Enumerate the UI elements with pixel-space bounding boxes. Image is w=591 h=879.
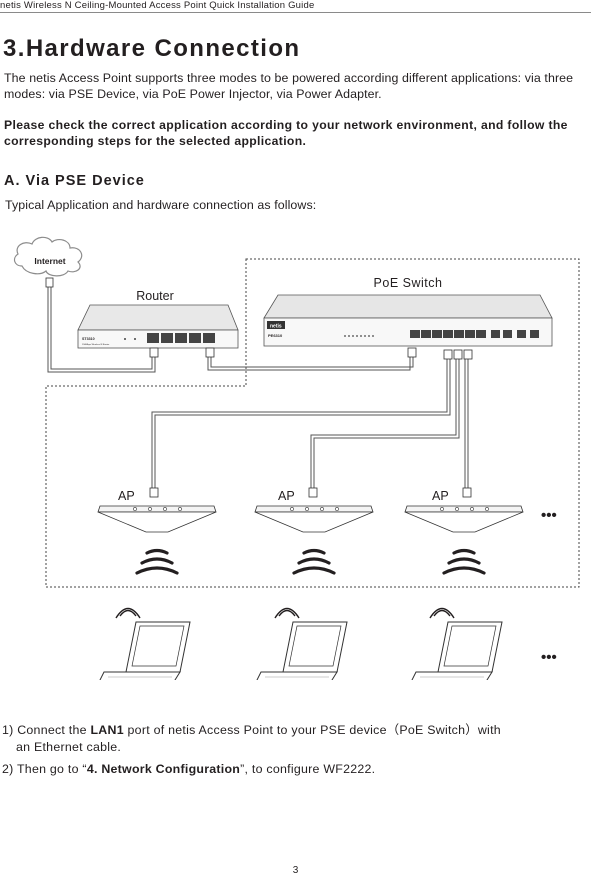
more-aps-ellipsis: •••: [541, 507, 557, 524]
access-point-icon: [404, 505, 524, 533]
step-1-text-end: port of netis Access Point to your PSE d…: [123, 723, 501, 737]
more-clients-ellipsis: •••: [541, 649, 557, 666]
poe-switch-label: PoE Switch: [374, 276, 443, 290]
poe-switch-icon: netis PE6310: [263, 294, 553, 347]
laptop-icon: [256, 607, 348, 680]
ap-label-3: AP: [432, 489, 449, 503]
ap-label-2: AP: [278, 489, 295, 503]
connection-diagram: Internet Router ST3310 150Mbps Wireless …: [13, 236, 580, 680]
router-tagline: 150Mbps Wireless N Router: [82, 343, 110, 346]
step-1: 1) Connect the LAN1 port of netis Access…: [2, 722, 590, 739]
step-2-text-end: ”, to configure WF2222.: [240, 762, 376, 776]
network-boundary: [45, 258, 580, 588]
page-number: 3: [292, 865, 299, 876]
laptop-icon: [99, 607, 191, 680]
step-2-section-ref: 4. Network Configuration: [86, 762, 241, 776]
wireless-signal-icon: [135, 548, 179, 575]
switch-brand: netis: [270, 324, 282, 330]
laptop-icon: [411, 607, 503, 680]
router-icon: ST3310 150Mbps Wireless N Router: [77, 304, 239, 349]
wireless-signal-icon: [292, 548, 336, 575]
step-2: 2) Then go to “4. Network Configuration”…: [2, 761, 590, 778]
router-model: ST3310: [82, 337, 95, 341]
page-header: netis Wireless N Ceiling-Mounted Access …: [0, 0, 315, 11]
switch-model: PE6310: [268, 333, 283, 338]
subsection-text: Typical Application and hardware connect…: [5, 198, 317, 212]
header-divider: [0, 12, 591, 13]
section-title: 3.Hardware Connection: [3, 35, 301, 62]
router-label: Router: [136, 289, 174, 303]
instruction-note: Please check the correct application acc…: [4, 118, 568, 148]
internet-cloud-icon: Internet: [13, 236, 83, 277]
step-1-port-name: LAN1: [90, 723, 124, 737]
subsection-title: A. Via PSE Device: [4, 173, 145, 189]
step-1-text-start: 1) Connect the: [2, 723, 91, 737]
internet-label: Internet: [34, 256, 65, 266]
ap-label-1: AP: [118, 489, 135, 503]
cable-connectors: [45, 277, 473, 498]
intro-paragraph: The netis Access Point supports three mo…: [4, 71, 574, 101]
access-point-icon: [254, 505, 374, 533]
ethernet-cables: [47, 284, 469, 490]
step-2-text-start: 2) Then go to “: [2, 762, 87, 776]
step-1-continuation: an Ethernet cable.: [16, 740, 122, 754]
access-point-icon: [97, 505, 217, 533]
wireless-signal-icon: [442, 548, 486, 575]
